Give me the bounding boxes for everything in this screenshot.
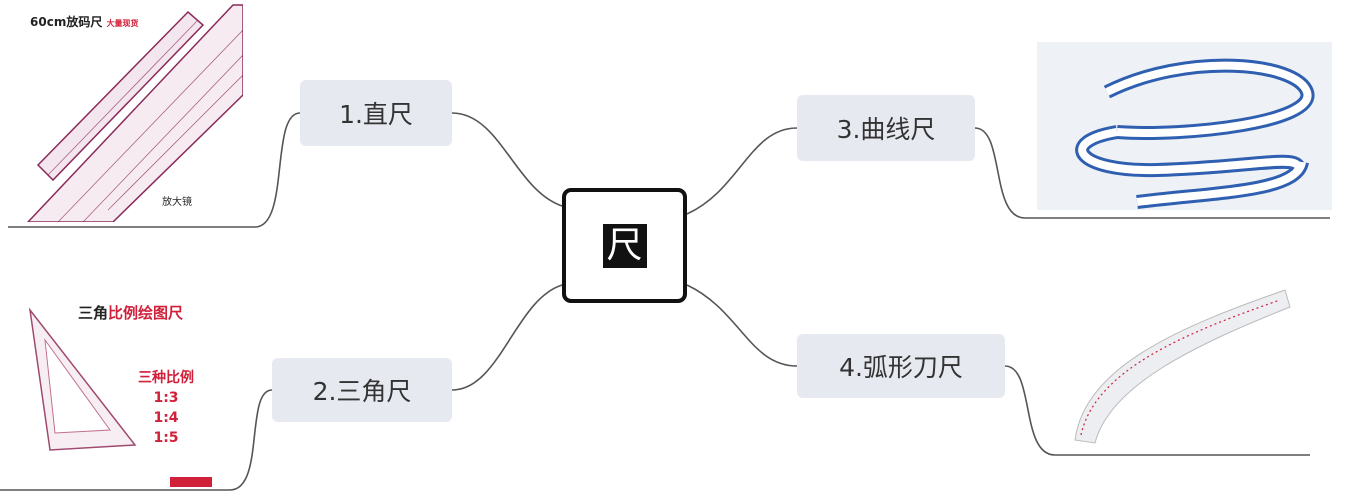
branch-label: 1.直尺 — [339, 100, 413, 129]
underline-2 — [0, 389, 273, 491]
underline-4 — [1004, 365, 1310, 456]
triangle-ruler-image — [28, 307, 137, 451]
underline-1 — [8, 112, 301, 228]
ratio-3: 1:5 — [153, 430, 179, 446]
red-badge — [170, 477, 212, 487]
triangle-title-black: 三角 — [78, 304, 109, 322]
link-2 — [451, 284, 563, 391]
ratio-1: 1:3 — [153, 390, 179, 406]
straight-ruler-tag: 大量现货 — [106, 19, 139, 28]
link-4 — [686, 284, 798, 367]
branch-hip-curve-ruler[interactable]: 4.弧形刀尺 — [797, 334, 1005, 398]
ratio-2: 1:4 — [153, 410, 179, 426]
straight-ruler-title: 60cm放码尺 — [30, 15, 103, 29]
branch-label: 2.三角尺 — [312, 377, 412, 406]
curve-ruler-image — [1037, 42, 1332, 210]
branch-label: 4.弧形刀尺 — [839, 353, 963, 382]
branch-triangle-ruler[interactable]: 2.三角尺 — [272, 358, 452, 422]
magnifier-callout: 放大镜 — [162, 193, 192, 208]
central-topic-label: 尺 — [602, 223, 647, 268]
link-1 — [451, 112, 563, 207]
branch-curve-ruler[interactable]: 3.曲线尺 — [797, 95, 975, 161]
branch-label: 3.曲线尺 — [836, 115, 936, 144]
branch-straight-ruler[interactable]: 1.直尺 — [300, 80, 452, 146]
triangle-subtitle: 三种比例 — [138, 370, 194, 386]
central-topic[interactable]: 尺 — [562, 188, 687, 303]
underline-3 — [974, 127, 1330, 219]
straight-ruler-image — [26, 4, 243, 222]
hip-curve-ruler-image — [1074, 289, 1291, 444]
link-3 — [686, 127, 798, 215]
triangle-title-red: 比例绘图尺 — [108, 304, 184, 322]
